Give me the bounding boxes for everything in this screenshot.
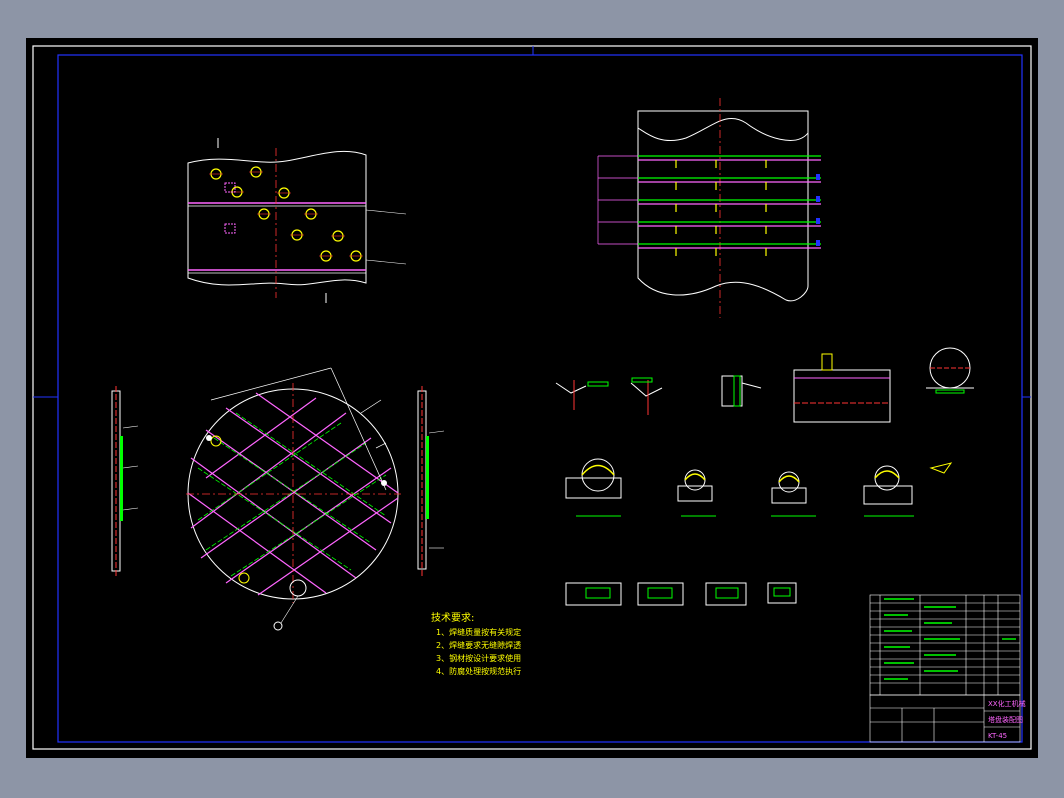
tech-requirements: 技术要求: 1、焊缝质量按有关规定 2、焊缝要求无缝隙焊透 3、钢材按设计要求使… xyxy=(431,611,521,676)
cad-drawing: 技术要求: 1、焊缝质量按有关规定 2、焊缝要求无缝隙焊透 3、钢材按设计要求使… xyxy=(32,45,1032,750)
outer-border xyxy=(32,45,1032,750)
drawing-number: KT-45 xyxy=(988,732,1007,740)
tech-req-line: 1、焊缝质量按有关规定 xyxy=(436,627,521,637)
tech-req-line: 2、焊缝要求无缝隙焊透 xyxy=(436,640,521,650)
inner-border xyxy=(57,54,1023,743)
tray-plan-view xyxy=(186,367,401,631)
tech-req-line: 3、钢材按设计要求使用 xyxy=(436,653,521,663)
drawing-title: 塔盘装配图 xyxy=(988,715,1023,724)
company-name: XX化工机械 xyxy=(988,699,1026,708)
side-section-right xyxy=(417,386,445,578)
section-view-b xyxy=(597,98,821,318)
tech-req-heading: 技术要求: xyxy=(431,611,474,624)
side-section-left xyxy=(111,386,139,578)
parts-list-table xyxy=(869,594,1021,696)
title-block xyxy=(869,694,1021,743)
plan-view-a xyxy=(187,138,407,303)
drawing-canvas: 技术要求: 1、焊缝质量按有关规定 2、焊缝要求无缝隙焊透 3、钢材按设计要求使… xyxy=(26,38,1038,758)
tech-req-line: 4、防腐处理按规范执行 xyxy=(436,666,521,676)
detail-views xyxy=(555,347,974,606)
